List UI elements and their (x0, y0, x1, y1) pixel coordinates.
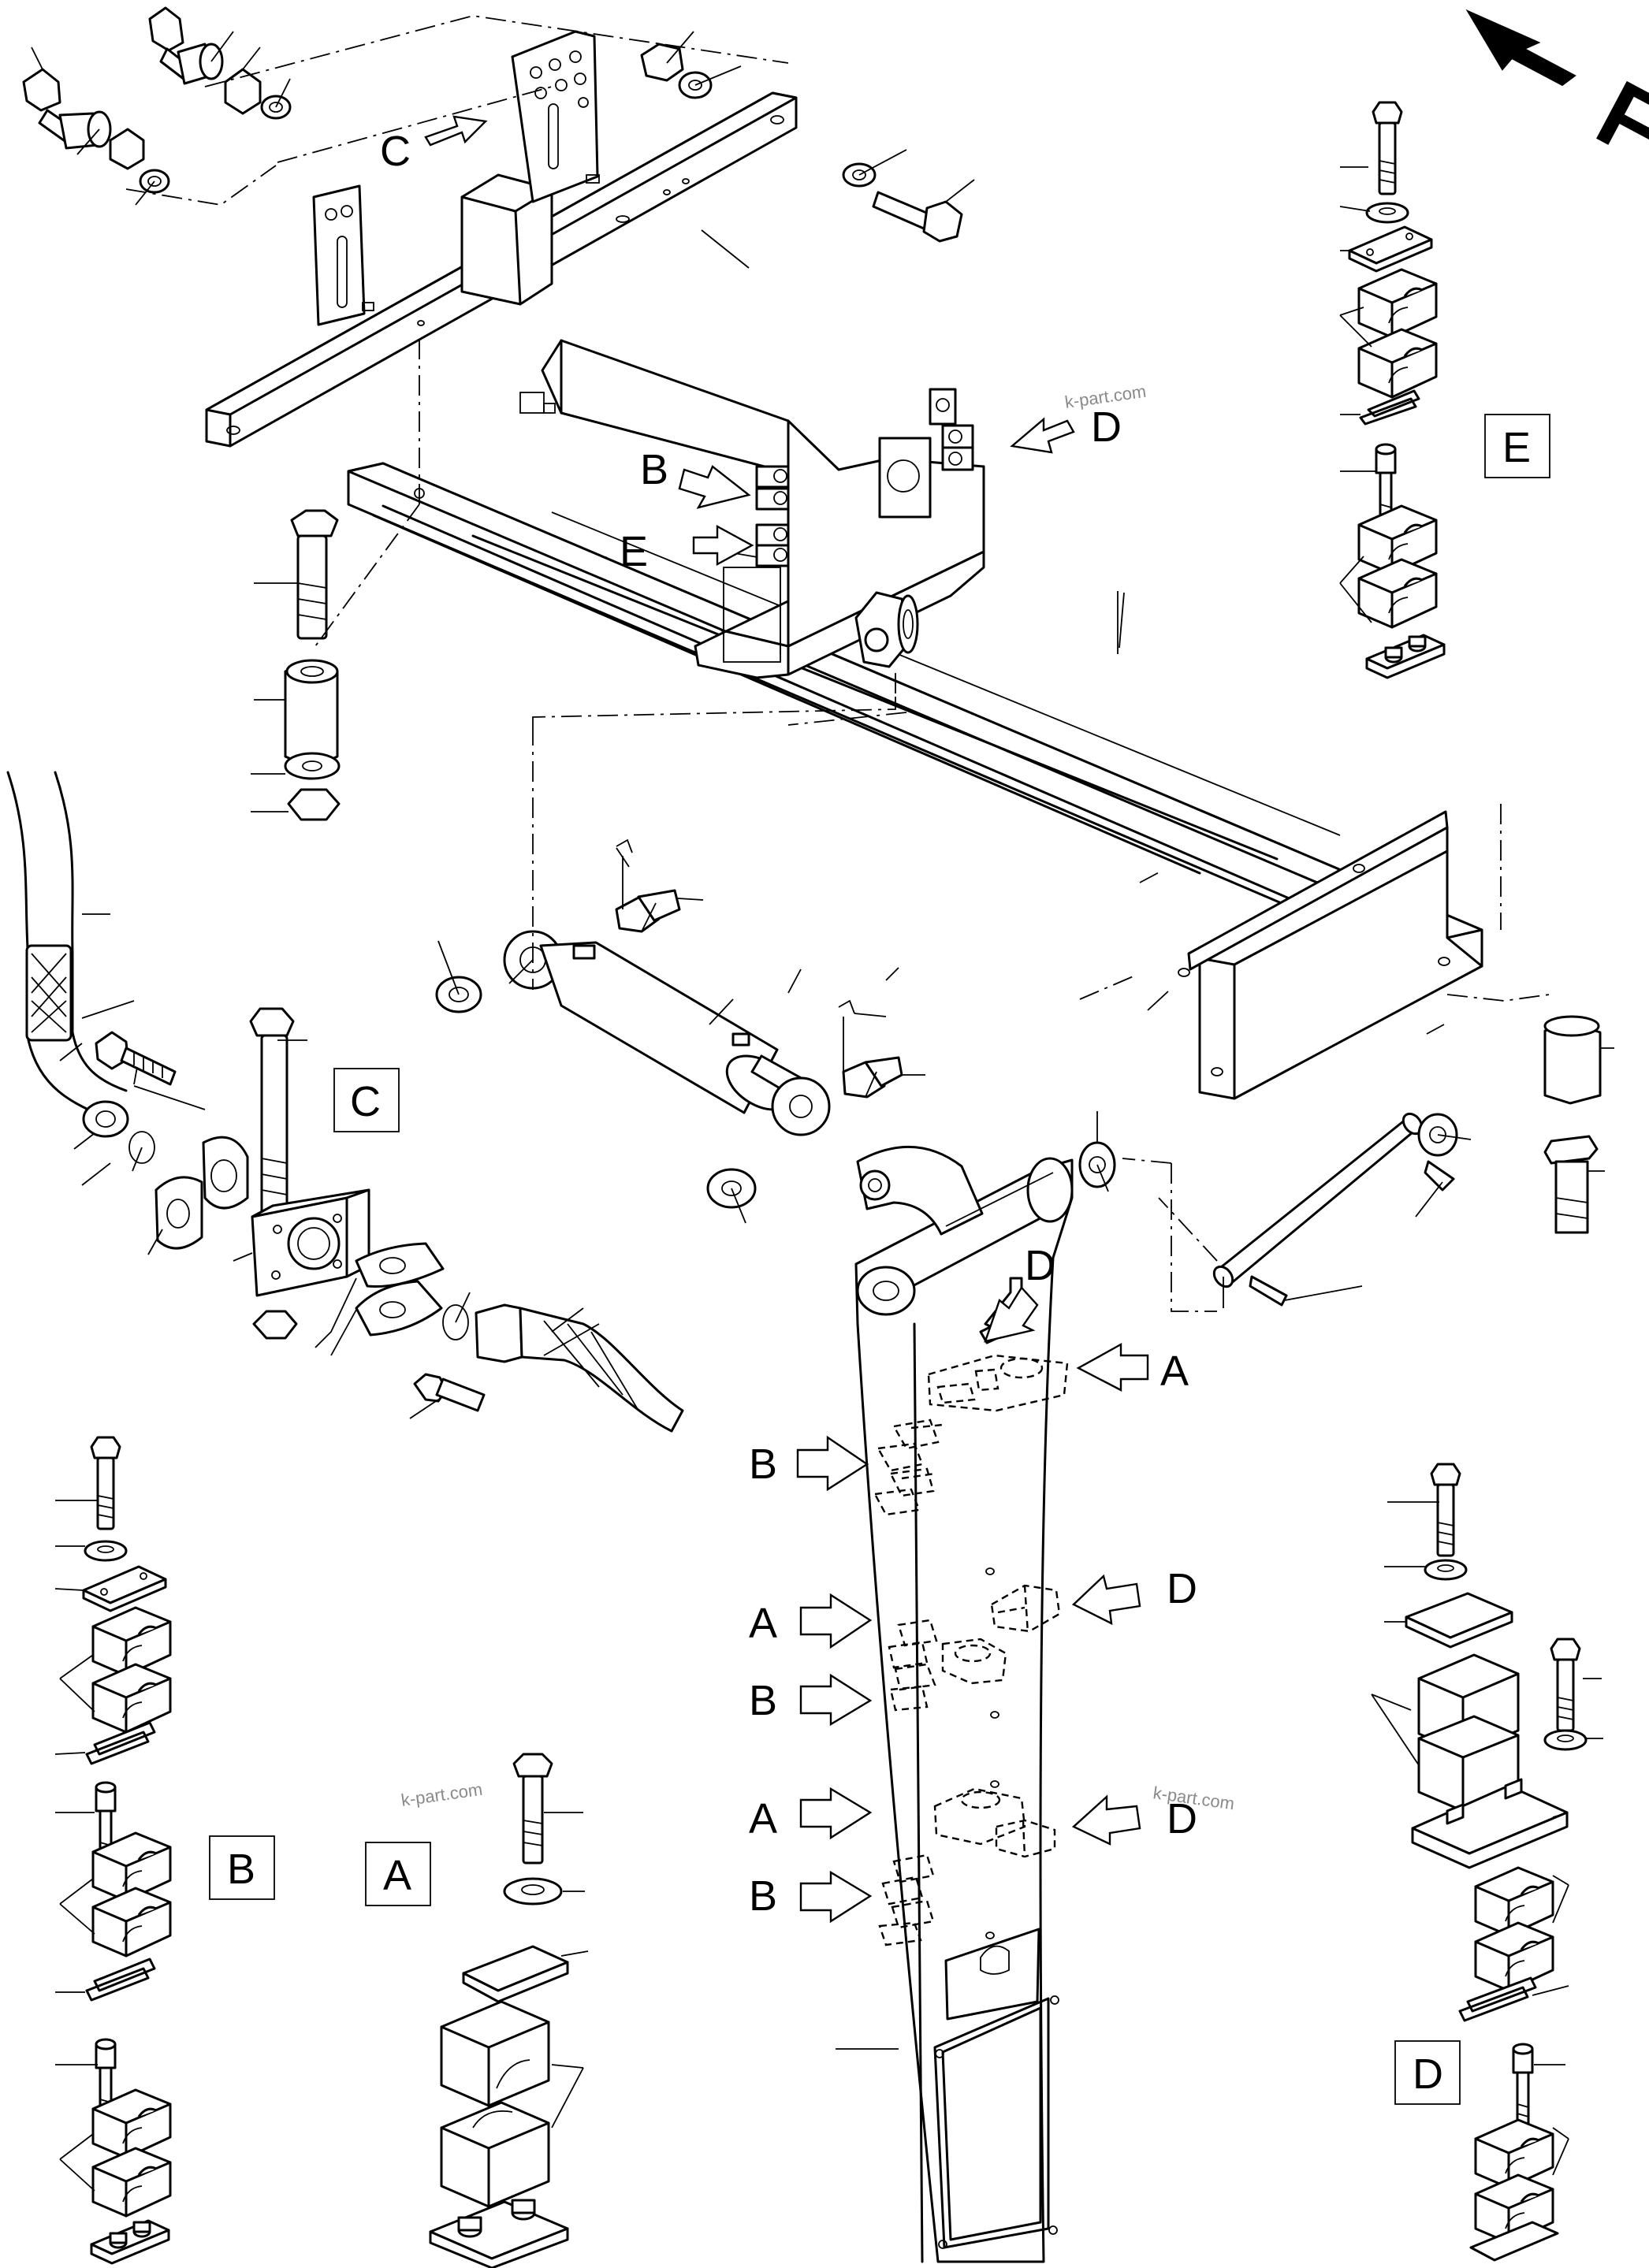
detail-label-a: A (383, 1852, 411, 1899)
forward-direction-arrow: F (1465, 9, 1649, 181)
detail-a-clamp-stack (429, 1753, 589, 2268)
arm-hidden-clamp-positions (873, 1354, 1069, 1946)
callout-d-arm-top: D (1025, 1242, 1055, 1289)
detail-label-c: C (350, 1078, 381, 1125)
callout-e-top: E (620, 528, 648, 575)
frame-bolt-stack (251, 340, 420, 821)
callout-arrows: C B E D D A B D A B A D B (380, 115, 1197, 1924)
callout-c-top: C (380, 128, 411, 175)
detail-labels: E C B A D (209, 414, 1550, 2105)
detail-label-d: D (1413, 2050, 1443, 2098)
detail-b-clamp-stack (54, 1436, 172, 2265)
callout-d-arm-3: D (1167, 1795, 1197, 1842)
hose-and-flange-assembly (6, 771, 684, 1433)
callout-b-arm-3: B (749, 1872, 777, 1920)
boom-arm (836, 1145, 1074, 2263)
boom-pivot-pin-parts (1078, 804, 1614, 1312)
callout-d-arm-2: D (1167, 1565, 1197, 1612)
main-channel-frame (347, 339, 1483, 1100)
detail-label-e: E (1502, 424, 1531, 471)
top-mounting-beam (205, 30, 798, 448)
callout-a-arm-1: A (1160, 1348, 1189, 1395)
callout-b-arm-2: B (749, 1677, 777, 1724)
callout-b-arm-1: B (749, 1441, 777, 1488)
detail-label-b: B (227, 1846, 255, 1893)
callout-b-top: B (640, 446, 668, 493)
callout-a-arm-2: A (749, 1600, 777, 1647)
detail-e-clamp-stack (1339, 101, 1446, 679)
detail-d-clamp-stack (1371, 1463, 1603, 2262)
part-lead-lines (73, 592, 1445, 1150)
direction-letter-f: F (1581, 61, 1649, 181)
callout-a-arm-3: A (749, 1795, 777, 1842)
callout-d-top: D (1091, 403, 1122, 451)
watermark-detail-a: k-part.com (400, 1779, 483, 1810)
hydraulic-cylinder (435, 671, 925, 1224)
top-hydraulic-fittings (22, 6, 975, 269)
